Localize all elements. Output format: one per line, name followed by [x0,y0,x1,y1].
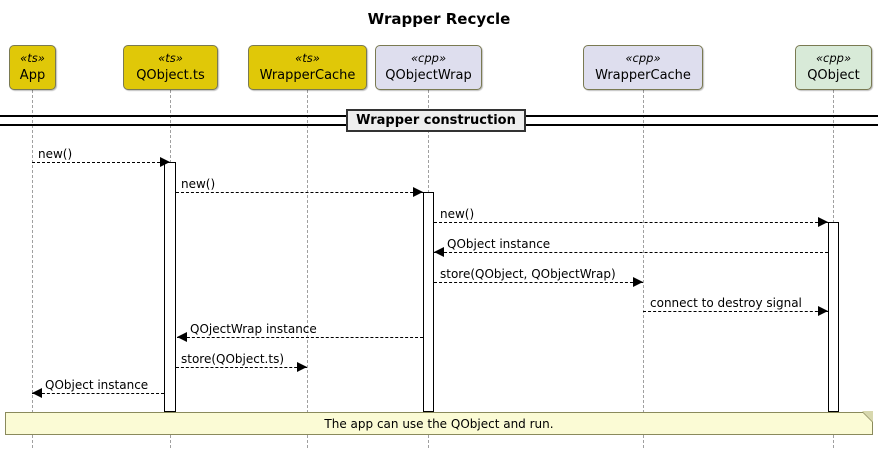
message-arrowhead-1 [413,187,423,197]
participant-stereotype: «ts» [158,51,183,65]
participant-name: App [19,67,46,83]
participant-stereotype: «ts» [20,51,45,65]
message-label-8: QObject instance [45,378,149,392]
message-arrowhead-2 [818,217,828,227]
message-label-3: QObject instance [447,237,551,251]
activation-bar-qobjectts [164,162,176,412]
message-arrowhead-7 [297,362,307,372]
participant-stereotype: «ts» [295,51,320,65]
participant-qobjectwrap[interactable]: «cpp» QObjectWrap [375,45,482,90]
activation-bar-qobjectwrap [423,192,434,412]
participant-name: QObject.ts [136,67,205,83]
message-label-2: new() [440,207,475,221]
participant-qobjectts[interactable]: «ts» QObject.ts [123,45,218,90]
message-label-0: new() [38,147,73,161]
message-line-2 [434,222,828,223]
activation-bar-qobject [828,222,839,412]
lifeline-wrappercachets [307,90,308,448]
participant-stereotype: «cpp» [815,51,852,65]
participant-wrappercachets[interactable]: «ts» WrapperCache [248,45,367,90]
note-box: The app can use the QObject and run. [5,412,873,435]
participant-app[interactable]: «ts» App [9,45,56,90]
lifeline-app [32,90,33,448]
message-label-1: new() [181,177,216,191]
message-label-6: QOjectWrap instance [190,322,317,336]
message-arrowhead-6 [177,332,187,342]
message-line-0 [32,162,170,163]
message-arrowhead-5 [818,306,828,316]
participant-stereotype: «cpp» [410,51,447,65]
message-line-1 [176,192,423,193]
participant-name: QObjectWrap [385,67,472,83]
message-label-7: store(QObject.ts) [181,352,285,366]
note-fold-icon [862,411,873,422]
message-arrowhead-3 [434,247,444,257]
message-line-8 [32,393,164,394]
message-label-4: store(QObject, QObjectWrap) [440,267,616,281]
message-line-5 [643,311,828,312]
message-line-7 [176,367,307,368]
page-title: Wrapper Recycle [367,10,511,28]
message-line-6 [177,337,423,338]
lifeline-wrappercachecpp [643,90,644,448]
message-arrowhead-4 [633,277,643,287]
message-label-5: connect to destroy signal [650,296,802,310]
divider-label: Wrapper construction [346,109,526,132]
participant-qobject[interactable]: «cpp» QObject [795,45,872,90]
message-arrowhead-8 [32,388,42,398]
message-arrowhead-0 [160,157,170,167]
participant-wrappercachecpp[interactable]: «cpp» WrapperCache [583,45,703,90]
participant-name: WrapperCache [259,67,356,83]
participant-name: WrapperCache [595,67,691,83]
message-line-4 [434,282,643,283]
participant-name: QObject [807,67,860,83]
message-line-3 [434,252,828,253]
participant-stereotype: «cpp» [625,51,661,65]
